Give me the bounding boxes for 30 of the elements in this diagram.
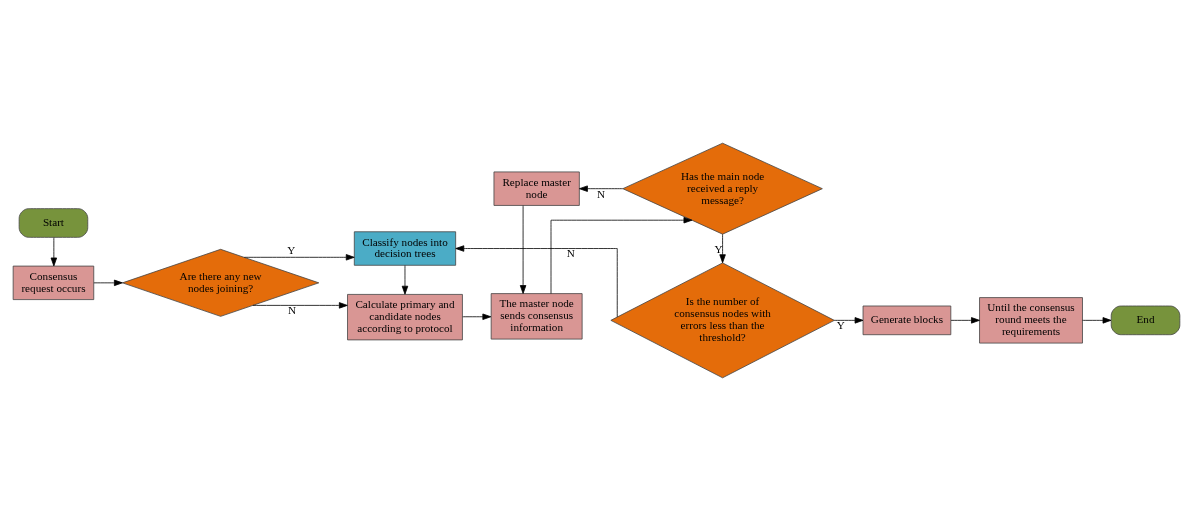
- arrow: [579, 185, 624, 192]
- edge-label: N: [566, 247, 575, 260]
- arrow: [719, 233, 726, 264]
- arrow: [401, 265, 409, 295]
- arrow: [455, 245, 618, 318]
- node-box: Consensus request occurs: [12, 265, 95, 300]
- arrow: [550, 217, 693, 294]
- edge-label: N: [288, 304, 297, 317]
- arrow: [833, 317, 864, 324]
- node-diamond: Is the number of consensus nodes with errors less than the threshold?: [610, 262, 835, 379]
- edge-label: Y: [836, 319, 845, 332]
- node-box: Generate blocks: [862, 305, 952, 336]
- node-diamond: Has the main node received a reply message?: [622, 142, 823, 235]
- arrow: [519, 205, 527, 294]
- arrow: [462, 313, 492, 320]
- arrow: [93, 279, 123, 287]
- node-box: Replace master node: [493, 171, 580, 206]
- edge-label: Y: [714, 243, 723, 256]
- node-box: Calculate primary and candidate nodes according to protocol: [347, 294, 463, 341]
- node-box: Until the consensus round meets the requirements: [979, 297, 1083, 344]
- node-box: Classify nodes into decision trees: [353, 231, 457, 266]
- arrow: [950, 317, 980, 324]
- node-box: Start: [18, 208, 89, 238]
- node-box: The master node sends consensus information: [490, 293, 583, 340]
- arrow: [243, 254, 355, 261]
- node-box: End: [1110, 305, 1181, 336]
- arrow: [50, 237, 58, 267]
- arrow: [1082, 317, 1112, 324]
- arrow: [252, 302, 348, 309]
- edge-label: N: [597, 187, 606, 200]
